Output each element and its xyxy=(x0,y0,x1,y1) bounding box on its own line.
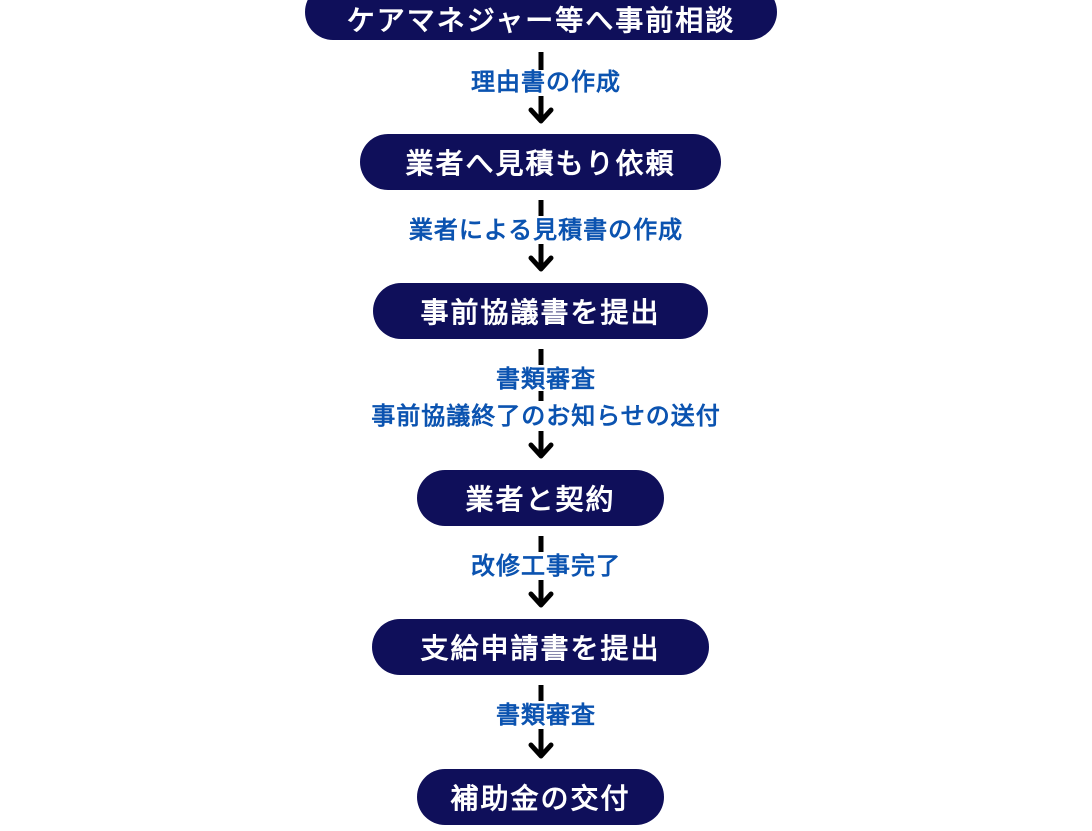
label-document-review-2: 書類審査 xyxy=(496,701,596,729)
flow-arrow xyxy=(528,52,554,124)
step-submit-application: 支給申請書を提出 xyxy=(372,619,709,675)
step-subsidy-payment-label: 補助金の交付 xyxy=(450,782,631,815)
step-submit-prior-consultation-label: 事前協議書を提出 xyxy=(420,296,661,329)
step-prior-consultation-label: ケアマネジャー等へ事前相談 xyxy=(346,4,736,37)
label-reason-document: 理由書の作成 xyxy=(471,68,621,96)
label-estimate-creation: 業者による見積書の作成 xyxy=(408,216,684,244)
step-contract-vendor: 業者と契約 xyxy=(417,470,664,526)
flow-arrow xyxy=(528,536,554,608)
step-subsidy-payment: 補助金の交付 xyxy=(417,769,664,825)
label-completion-notice: 事前協議終了のお知らせの送付 xyxy=(371,402,721,430)
step-request-estimate: 業者へ見積もり依頼 xyxy=(360,134,721,190)
step-submit-prior-consultation: 事前協議書を提出 xyxy=(373,283,708,339)
step-submit-application-label: 支給申請書を提出 xyxy=(420,632,661,665)
step-prior-consultation: ケアマネジャー等へ事前相談 xyxy=(305,0,777,40)
step-request-estimate-label: 業者へ見積もり依頼 xyxy=(405,147,676,180)
flow-arrow xyxy=(528,200,554,272)
flow-arrow xyxy=(528,685,554,759)
flow-arrow xyxy=(528,349,554,459)
label-renovation-complete: 改修工事完了 xyxy=(471,552,621,580)
step-contract-vendor-label: 業者と契約 xyxy=(465,483,616,516)
label-document-review: 書類審査 xyxy=(496,365,596,393)
